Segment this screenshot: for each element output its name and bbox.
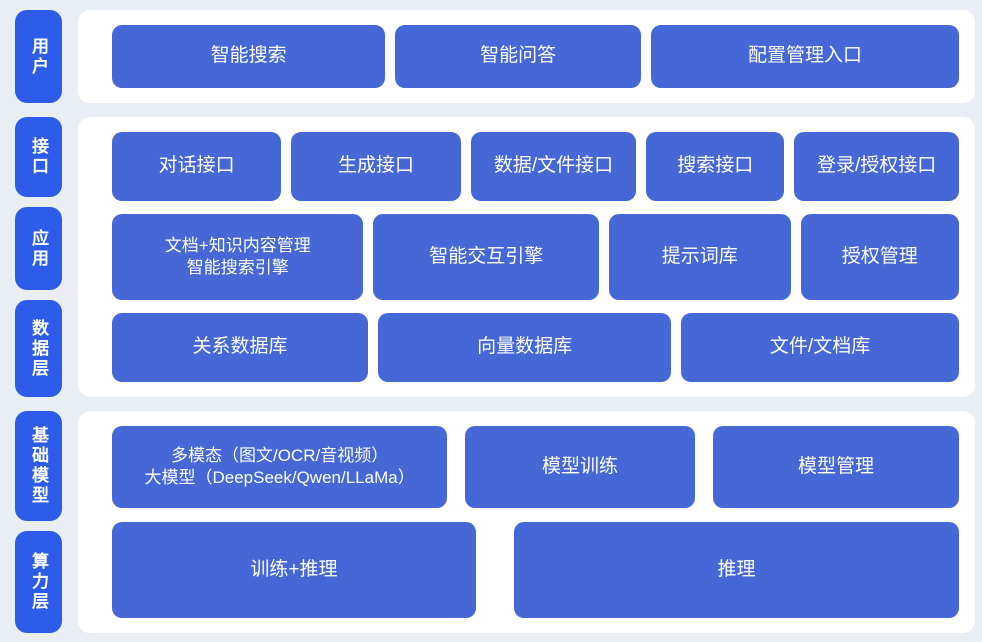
node-model-management: 模型管理 (712, 426, 959, 509)
node-multimodal-llm: 多模态（图文/OCR/音视频） 大模型（DeepSeek/Qwen/LLaMa） (112, 426, 448, 509)
user-layer-labels: 用户 (15, 10, 62, 103)
node-model-training: 模型训练 (465, 426, 695, 509)
node-auth-management: 授权管理 (800, 214, 959, 300)
bottom-layer-labels: 基础模型 算力层 (15, 411, 62, 633)
section-user-layer: 用户 智能搜索 智能问答 配置管理入口 (15, 10, 975, 103)
interface-row: 对话接口 生成接口 数据/文件接口 搜索接口 登录/授权接口 (112, 132, 960, 202)
bottom-layers-card: 多模态（图文/OCR/音视频） 大模型（DeepSeek/Qwen/LLaMa）… (78, 411, 975, 633)
node-relational-db: 关系数据库 (112, 312, 369, 382)
node-generate-api: 生成接口 (291, 132, 461, 202)
node-dialog-api: 对话接口 (112, 132, 282, 202)
application-row: 文档+知识内容管理 智能搜索引擎 智能交互引擎 提示词库 授权管理 (112, 214, 959, 300)
node-config-entry: 配置管理入口 (651, 25, 959, 88)
node-inference: 推理 (513, 522, 959, 618)
middle-layers-card: 对话接口 生成接口 数据/文件接口 搜索接口 登录/授权接口 文档+知识内容管理… (78, 117, 975, 397)
node-vector-db: 向量数据库 (378, 312, 672, 382)
layer-label-compute: 算力层 (15, 530, 62, 633)
node-file-doc-store: 文件/文档库 (681, 312, 959, 382)
foundation-model-row: 多模态（图文/OCR/音视频） 大模型（DeepSeek/Qwen/LLaMa）… (112, 426, 959, 509)
node-search-api: 搜索接口 (646, 132, 785, 202)
user-layer-card: 智能搜索 智能问答 配置管理入口 (78, 10, 975, 103)
compute-row: 训练+推理 推理 (112, 522, 959, 618)
node-data-file-api: 数据/文件接口 (470, 132, 637, 202)
layer-label-interface: 接口 (15, 117, 62, 197)
node-smart-search: 智能搜索 (112, 25, 386, 88)
node-login-auth-api: 登录/授权接口 (794, 132, 960, 202)
node-doc-knowledge-engine: 文档+知识内容管理 智能搜索引擎 (112, 214, 364, 300)
node-prompt-library: 提示词库 (608, 214, 791, 300)
user-layer-row: 智能搜索 智能问答 配置管理入口 (112, 25, 959, 88)
layer-label-foundation-model: 基础模型 (15, 411, 62, 521)
layer-label-user: 用户 (15, 10, 62, 103)
node-interaction-engine: 智能交互引擎 (373, 214, 599, 300)
middle-layer-labels: 接口 应用 数据层 (15, 117, 62, 397)
node-training-inference: 训练+推理 (112, 522, 476, 618)
data-row: 关系数据库 向量数据库 文件/文档库 (112, 312, 959, 382)
section-middle-layers: 接口 应用 数据层 对话接口 生成接口 数据/文件接口 搜索接口 登录/授权接口… (15, 117, 975, 397)
layer-label-data: 数据层 (15, 300, 62, 397)
node-smart-qa: 智能问答 (395, 25, 641, 88)
section-bottom-layers: 基础模型 算力层 多模态（图文/OCR/音视频） 大模型（DeepSeek/Qw… (15, 411, 975, 633)
layer-label-application: 应用 (15, 206, 62, 291)
